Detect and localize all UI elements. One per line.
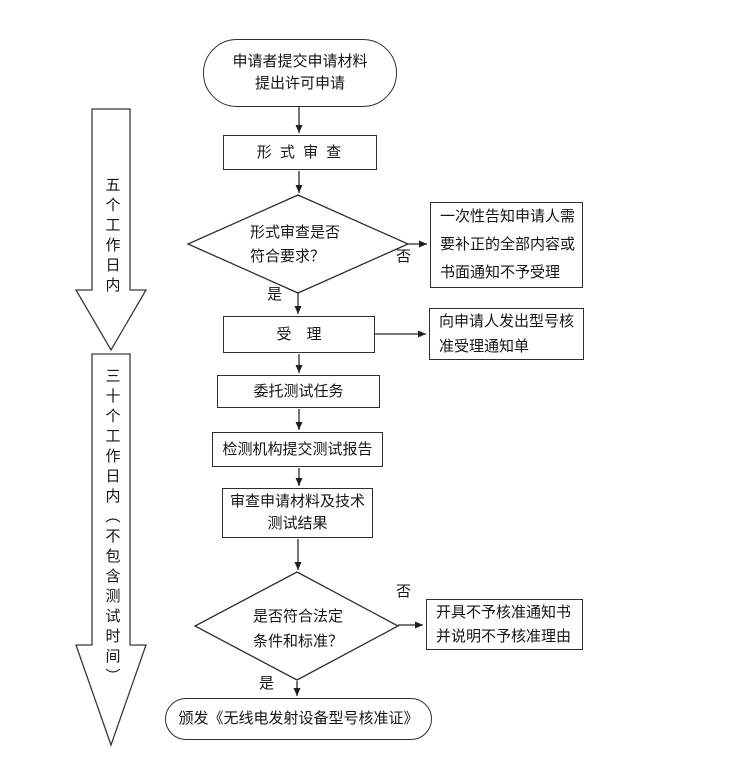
- approval-decision-text: 是否符合法定 条件和标准？: [253, 604, 343, 654]
- decision1-line2: 符合要求？: [250, 248, 326, 265]
- approval-decision-diamond: [193, 571, 400, 681]
- rejection-line2: 并说明不予核准理由: [436, 627, 572, 645]
- formal-review-decision-text: 形式审查是否 符合要求？: [250, 221, 340, 269]
- timeline-five-days-label: 五个工作日内: [103, 177, 121, 297]
- review-materials-step: 审查申请材料及技术 测试结果: [222, 488, 373, 538]
- decision1-line1: 形式审查是否: [250, 224, 341, 241]
- review-line1: 审查申请材料及技术: [229, 493, 365, 510]
- start-line2: 提出许可申请: [254, 75, 345, 92]
- decision1-no-label: 否: [396, 248, 412, 265]
- timeline-thirty-days-arrow: [75, 353, 147, 747]
- accept-notice-line1: 向申请人发出型号核: [439, 313, 575, 330]
- decision1-yes-label: 是: [267, 286, 283, 303]
- decision2-no-label: 否: [396, 583, 412, 600]
- decision2-line1: 是否符合法定: [253, 608, 344, 625]
- timeline-five-days-arrow: [74, 108, 148, 352]
- delegate-test-step: 委托测试任务: [217, 375, 380, 408]
- accept-notice-line2: 准受理通知单: [439, 338, 530, 355]
- formal-review-label: 形 式 审 查: [256, 143, 344, 161]
- accept-label: 受 理: [276, 325, 322, 343]
- accept-notice-box: 向申请人发出型号核 准受理通知单: [429, 308, 584, 360]
- start-terminator: 申请者提交申请材料 提出许可申请: [203, 39, 397, 107]
- start-line1: 申请者提交申请材料: [232, 53, 368, 70]
- end-label: 颁发《无线电发射设备型号核准证》: [178, 710, 419, 727]
- timeline-thirty-days-label: 三十个工作日内（不包含测试时间）: [103, 368, 121, 688]
- formal-review-step: 形 式 审 查: [223, 135, 377, 170]
- supplement-line3: 书面通知不予受理: [440, 264, 561, 281]
- supplement-notice-box: 一次性告知申请人需 要补正的全部内容或 书面通知不予受理: [430, 202, 583, 288]
- review-line2: 测试结果: [267, 515, 328, 532]
- delegate-test-label: 委托测试任务: [253, 382, 344, 400]
- decision2-line2: 条件和标准？: [253, 633, 344, 650]
- test-report-step: 检测机构提交测试报告: [212, 432, 383, 467]
- end-terminator: 颁发《无线电发射设备型号核准证》: [165, 698, 432, 740]
- decision2-yes-label: 是: [259, 675, 275, 692]
- supplement-line2: 要补正的全部内容或: [440, 236, 576, 253]
- rejection-line1: 开具不予核准通知书: [436, 603, 572, 621]
- accept-step: 受 理: [223, 316, 375, 353]
- test-report-label: 检测机构提交测试报告: [222, 440, 373, 458]
- supplement-line1: 一次性告知申请人需: [440, 208, 576, 225]
- rejection-notice-box: 开具不予核准通知书 并说明不予核准理由: [426, 599, 583, 650]
